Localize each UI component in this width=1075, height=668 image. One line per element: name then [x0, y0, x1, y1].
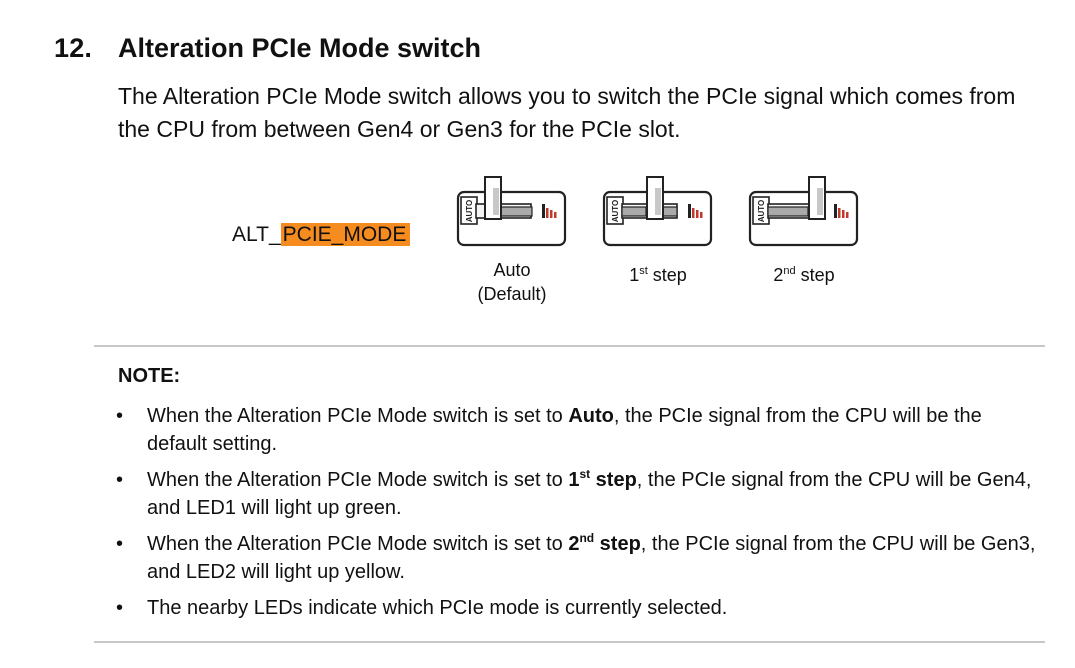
note-list: •When the Alteration PCIe Mode switch is…	[112, 402, 1042, 630]
note-item: •When the Alteration PCIe Mode switch is…	[112, 402, 1042, 458]
switch-auto-text: AUTO	[757, 200, 766, 223]
switch-label-prefix: ALT_	[232, 223, 281, 246]
note-item: •When the Alteration PCIe Mode switch is…	[116, 467, 1032, 519]
switch-label-highlight: PCIE_MODE	[280, 223, 411, 246]
switch-diagram-1st-step: AUTO	[601, 173, 717, 249]
caption-auto: Auto (Default)	[462, 258, 562, 306]
switch-auto-text: AUTO	[465, 200, 474, 223]
note-heading: NOTE:	[118, 365, 181, 387]
note-item: •The nearby LEDs indicate which PCIe mod…	[112, 594, 1042, 622]
switch-diagram-2nd-step: AUTO	[747, 173, 863, 249]
caption-auto-line1: Auto	[493, 260, 531, 280]
note-item: •When the Alteration PCIe Mode switch is…	[116, 531, 1036, 583]
caption-auto-line2: (Default)	[477, 284, 547, 304]
caption-2nd-step: 2nd step	[773, 265, 835, 285]
section-title: Alteration PCIe Mode switch	[118, 33, 482, 63]
bullet-icon: •	[116, 597, 124, 619]
bullet-icon: •	[116, 469, 124, 491]
bullet-icon: •	[116, 405, 124, 427]
section-number: 12.	[54, 33, 93, 63]
bullet-icon: •	[116, 533, 124, 555]
divider-bottom	[94, 641, 1045, 643]
divider-top	[94, 345, 1045, 347]
switch-label: ALT_PCIE_MODE	[232, 222, 411, 248]
switch-diagram-auto: AUTO	[455, 173, 571, 249]
caption-1st-step: 1st step	[629, 265, 687, 285]
section-intro: The Alteration PCIe Mode switch allows y…	[118, 83, 1016, 142]
switch-auto-text: AUTO	[611, 200, 620, 223]
